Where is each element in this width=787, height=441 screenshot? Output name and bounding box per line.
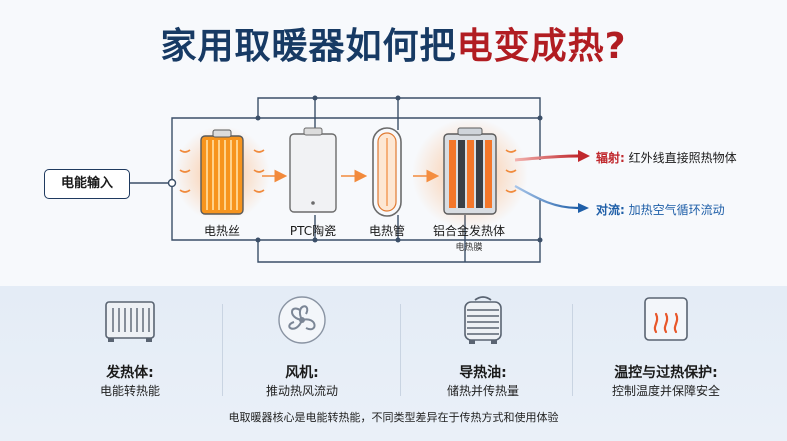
feature-title: 发热体: bbox=[106, 365, 154, 381]
feature-oil: 导热油: 储热并传热量 bbox=[393, 286, 573, 406]
feature-title: 风机: bbox=[285, 365, 319, 381]
output-convection-desc: 加热空气循环流动 bbox=[628, 203, 725, 217]
aluminum-heater-icon bbox=[412, 118, 528, 230]
title-part-2: 电变成热? bbox=[456, 26, 627, 67]
convection-arrowhead bbox=[578, 203, 589, 213]
feature-desc: 电能转热能 bbox=[99, 384, 160, 398]
fan-icon bbox=[278, 296, 326, 344]
convection-arrow bbox=[514, 185, 579, 210]
output-radiation-key: 辐射: bbox=[596, 151, 625, 165]
features-panel: 发热体: 电能转热能 风机: 推动热风流动 bbox=[0, 286, 787, 441]
title-part-1: 家用取暖器如何把 bbox=[160, 26, 457, 67]
output-radiation-desc: 红外线直接照热物体 bbox=[628, 151, 737, 165]
feature-title: 导热油: bbox=[459, 365, 507, 381]
junctions bbox=[167, 95, 543, 243]
radiation-arrowhead bbox=[578, 150, 590, 162]
output-convection: 对流: 加热空气循环流动 bbox=[596, 201, 725, 218]
feature-title: 温控与过热保护: bbox=[614, 365, 718, 381]
feature-desc: 推动热风流动 bbox=[265, 384, 338, 398]
radiation-arrow bbox=[514, 154, 579, 162]
circuit-diagram bbox=[128, 95, 590, 263]
feature-heating-element: 发热体: 电能转热能 bbox=[40, 286, 220, 406]
divider bbox=[572, 304, 573, 396]
thermostat-flame-icon bbox=[644, 297, 688, 341]
feature-fan: 风机: 推动热风流动 bbox=[212, 286, 392, 406]
feature-desc: 控制温度并保障安全 bbox=[611, 384, 720, 398]
oil-heater-icon bbox=[464, 296, 502, 344]
radiator-icon bbox=[105, 301, 155, 342]
wiring bbox=[128, 97, 541, 263]
component-sublabel-film: 电热膜 bbox=[455, 243, 483, 253]
ptc-ceramic-icon bbox=[289, 127, 337, 213]
page-title: 家用取暖器如何把电变成热? bbox=[0, 24, 787, 70]
component-label-aluminum: 铝合金发热体 bbox=[432, 224, 505, 238]
divider bbox=[222, 304, 223, 396]
component-label-coil: 电热丝 bbox=[203, 224, 240, 238]
heating-coil-icon bbox=[174, 126, 270, 222]
feature-desc: 储热并传热量 bbox=[446, 384, 519, 398]
divider bbox=[400, 304, 401, 396]
component-label-ptc: PTC陶瓷 bbox=[289, 224, 337, 238]
component-label-tube: 电热管 bbox=[368, 224, 405, 238]
heating-tube-icon bbox=[372, 127, 402, 217]
footer-summary: 电取暖器核心是电能转热能，不同类型差异在于传热方式和使用体验 bbox=[228, 411, 559, 424]
output-radiation: 辐射: 红外线直接照热物体 bbox=[596, 149, 737, 166]
output-convection-key: 对流: bbox=[596, 203, 625, 217]
feature-thermostat: 温控与过热保护: 控制温度并保障安全 bbox=[576, 286, 756, 406]
power-input-box: 电能输入 bbox=[44, 169, 130, 199]
